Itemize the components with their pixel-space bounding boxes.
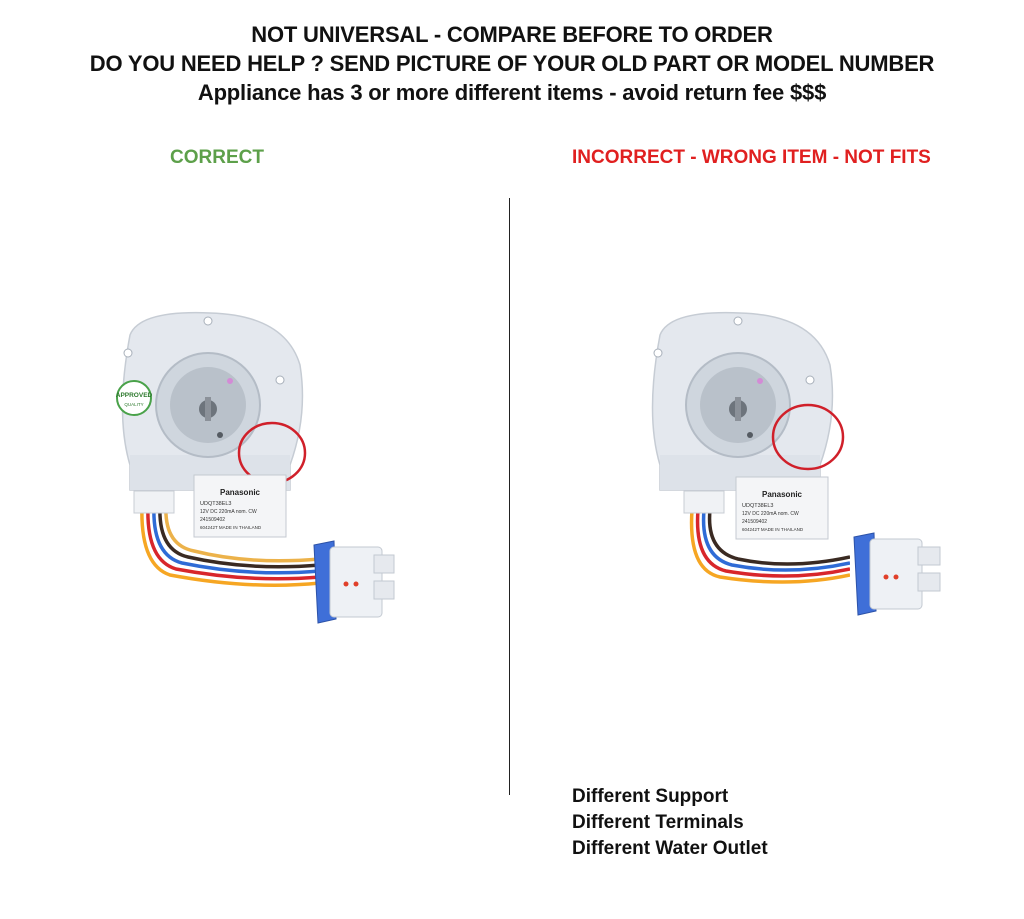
wire-bundle [689, 509, 850, 584]
header-line-1: NOT UNIVERSAL - COMPARE BEFORE TO ORDER [251, 22, 773, 47]
mount-hole-icon [275, 375, 285, 385]
terminal-pin-icon [893, 574, 899, 580]
terminal-pin-icon [883, 574, 889, 580]
comparison-divider [509, 198, 510, 795]
label-spec: 12V DC 220mA nom. CW [742, 511, 799, 517]
motor-shaft [735, 397, 741, 421]
difference-item: Different Water Outlet [572, 838, 768, 859]
motor-shaft [205, 397, 211, 421]
label-brand: Panasonic [220, 488, 261, 497]
terminal-pin-icon [353, 581, 359, 587]
fan-motor-illustration: Panasonic UDQT38EL3 12V DC 220mA nom. CW… [651, 311, 850, 584]
warning-header: NOT UNIVERSAL - COMPARE BEFORE TO ORDER … [0, 20, 1024, 107]
product-label [735, 476, 829, 540]
label-code-2: 604242T MADE IN THAILAND [200, 525, 262, 530]
label-code-1: 241509402 [742, 519, 767, 525]
wire-exit-block [133, 490, 175, 514]
correct-label: CORRECT [170, 147, 264, 168]
stamp-text-top: APPROVED [116, 392, 153, 399]
wire-exit-block [683, 490, 725, 514]
mount-hole-icon [653, 348, 663, 358]
label-spec: 12V DC 220mA nom. CW [200, 509, 257, 515]
header-line-3: Appliance has 3 or more different items … [197, 80, 827, 105]
header-line-2: DO YOU NEED HELP ? SEND PICTURE OF YOUR … [89, 51, 935, 76]
wire-bundle [140, 504, 320, 587]
mount-hole-icon [805, 375, 815, 385]
approved-stamp-icon [116, 380, 152, 416]
terminal-pin-icon [343, 581, 349, 587]
connector-body [869, 538, 923, 610]
rotor-mark [227, 378, 233, 384]
product-label [193, 474, 287, 538]
correct-product-image: APPROVED QUALITY Panasonic UDQT38EL3 12V… [110, 305, 320, 625]
connector-illustration [853, 532, 941, 616]
correct-connector [308, 537, 398, 627]
fan-motor-illustration: APPROVED QUALITY Panasonic UDQT38EL3 12V… [116, 311, 320, 587]
label-model: UDQT38EL3 [742, 503, 774, 509]
rotor-pin [217, 432, 223, 438]
incorrect-label: INCORRECT - WRONG ITEM - NOT FITS [572, 147, 931, 168]
highlight-circle [771, 403, 845, 471]
differences-list: Different Support Different Terminals Di… [572, 784, 768, 862]
incorrect-connector [848, 527, 944, 619]
label-model: UDQT38EL3 [200, 501, 232, 507]
label-code-2: 604242T MADE IN THAILAND [742, 527, 804, 532]
mount-hole-icon [203, 316, 213, 326]
incorrect-product-image: Panasonic UDQT38EL3 12V DC 220mA nom. CW… [640, 305, 850, 625]
label-brand: Panasonic [762, 490, 803, 499]
rotor-mark [757, 378, 763, 384]
connector-illustration [313, 540, 395, 624]
stamp-text-bottom: QUALITY [124, 402, 143, 407]
mount-hole-icon [123, 348, 133, 358]
mount-hole-icon [733, 316, 743, 326]
label-code-1: 241509402 [200, 517, 225, 523]
difference-item: Different Support [572, 786, 729, 807]
difference-item: Different Terminals [572, 812, 744, 833]
rotor-pin [747, 432, 753, 438]
